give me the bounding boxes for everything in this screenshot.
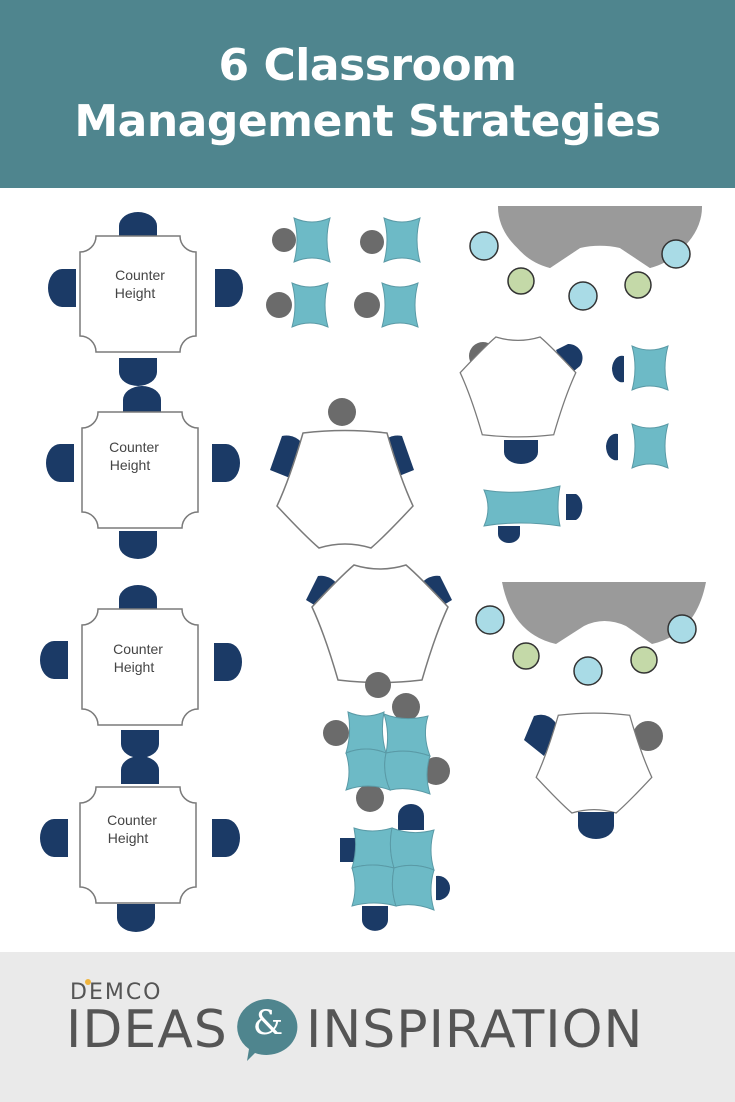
- stool-light-green: [512, 642, 540, 670]
- stool: [354, 292, 380, 318]
- seat: [524, 714, 558, 756]
- table-label-line2: Height: [110, 457, 151, 473]
- seat-right: [212, 819, 240, 857]
- teal-desks-right: [483, 345, 669, 543]
- title-line-2: Management Strategies: [74, 96, 661, 147]
- seat: [611, 355, 624, 383]
- seat: [498, 526, 520, 543]
- seat: [340, 838, 356, 862]
- teal-cluster-1: [323, 693, 450, 812]
- demco-logo: DEMCO: [70, 979, 163, 1005]
- teal-desk: [383, 713, 431, 757]
- stool: [365, 672, 391, 698]
- teal-desk: [351, 864, 397, 907]
- seat-bottom: [119, 358, 157, 386]
- teal-desk: [389, 827, 435, 871]
- teal-desk: [345, 711, 387, 754]
- seat: [362, 906, 388, 931]
- seat-right: [214, 643, 242, 681]
- table-label-line2: Height: [114, 659, 155, 675]
- counter-table-group-4: Counter Height: [40, 756, 240, 932]
- teal-desk: [631, 423, 669, 469]
- seat: [556, 343, 583, 376]
- brand-inspiration: INSPIRATION: [306, 1000, 644, 1060]
- ampersand-bubble-icon: &: [233, 995, 303, 1065]
- teal-desk: [381, 282, 419, 328]
- stool: [272, 228, 296, 252]
- seat-bottom: [117, 904, 155, 932]
- seat-left: [48, 269, 76, 307]
- title-banner: 6 Classroom Management Strategies: [0, 0, 735, 188]
- hex-table-group-4: [524, 712, 663, 839]
- seat-top: [123, 386, 161, 414]
- hex-table-group-2: [306, 564, 452, 698]
- seat: [398, 804, 424, 830]
- teal-desk: [631, 345, 669, 391]
- counter-table-group-1: Counter Height: [48, 212, 243, 386]
- classroom-layout-diagram: Counter Height Counter Height Counter He…: [40, 206, 706, 932]
- seat: [605, 433, 618, 461]
- stool: [328, 398, 356, 426]
- teal-desk: [293, 217, 331, 263]
- seat: [578, 812, 614, 839]
- seat-left: [270, 435, 305, 478]
- seat: [504, 440, 538, 464]
- seat-right: [212, 444, 240, 482]
- table-label-line2: Height: [115, 285, 156, 301]
- sun-dot-icon: [85, 979, 91, 985]
- stool-light-green: [630, 646, 658, 674]
- half-round-table: [502, 582, 706, 644]
- seat-left: [40, 819, 68, 857]
- stool: [422, 757, 450, 785]
- stool: [323, 720, 349, 746]
- table-label-line2: Height: [108, 830, 149, 846]
- half-round-group-2: [475, 582, 706, 686]
- table-label-line1: Counter: [107, 812, 157, 828]
- title-line-1: 6 Classroom: [218, 40, 517, 91]
- seat: [436, 875, 451, 901]
- seat: [566, 494, 583, 520]
- ampersand-glyph: &: [252, 1003, 284, 1043]
- half-round-table-fill: [498, 206, 702, 268]
- teal-desk: [351, 827, 395, 869]
- stool-light-blue: [469, 231, 499, 261]
- counter-table-group-3: Counter Height: [40, 585, 242, 758]
- stool-light-green: [507, 267, 535, 295]
- teal-desk: [391, 864, 435, 911]
- half-round-group-1: [469, 206, 703, 311]
- table-label-line1: Counter: [109, 439, 159, 455]
- stool: [360, 230, 384, 254]
- teal-desk: [383, 217, 421, 263]
- teal-desk: [291, 282, 329, 328]
- seat-right: [215, 269, 243, 307]
- speech-bubble-icon: [237, 999, 298, 1061]
- stool: [392, 693, 420, 721]
- footer-banner: [0, 952, 735, 1102]
- stool-light-blue: [667, 614, 697, 644]
- table-label-line1: Counter: [115, 267, 165, 283]
- teal-desk-pod: [266, 217, 421, 328]
- hex-table-group-1: [270, 398, 414, 549]
- seat-top: [121, 756, 159, 784]
- stool: [266, 292, 292, 318]
- teal-desk: [483, 485, 561, 527]
- teal-cluster-2: [340, 804, 451, 931]
- seat-bottom: [121, 730, 159, 758]
- teal-desk: [384, 750, 431, 795]
- seat-left: [40, 641, 68, 679]
- counter-table-group-2: Counter Height: [46, 386, 240, 559]
- table-label-line1: Counter: [113, 641, 163, 657]
- stool-light-blue: [661, 239, 691, 269]
- seat-left: [46, 444, 74, 482]
- stool-light-blue: [568, 281, 598, 311]
- stool-light-blue: [475, 605, 505, 635]
- stool: [356, 784, 384, 812]
- stool-light-green: [624, 271, 652, 299]
- stool-light-blue: [573, 656, 603, 686]
- brand-ideas: IDEAS: [66, 1000, 228, 1060]
- teal-desk: [345, 748, 391, 791]
- stool: [633, 721, 663, 751]
- seat-bottom: [119, 531, 157, 559]
- hex-table-group-3: [459, 336, 583, 464]
